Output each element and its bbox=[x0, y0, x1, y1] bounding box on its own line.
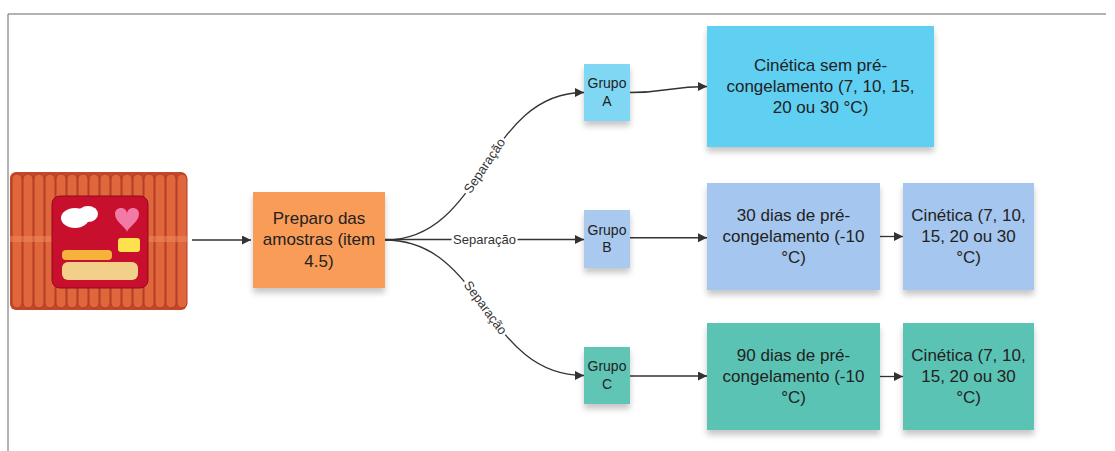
step-note: Cinética sem pré-congelamento (7, 10, 15… bbox=[707, 26, 934, 147]
input-arrow bbox=[192, 239, 251, 240]
process-box: Preparo das amostras (item 4.5) bbox=[253, 192, 385, 288]
step-note: 30 dias de pré-congelamento (-10 °C) bbox=[707, 183, 880, 290]
node-text: Grupo C bbox=[586, 358, 628, 393]
flow-arrow bbox=[385, 93, 584, 241]
edge-label: Separação bbox=[459, 277, 510, 339]
step-note: Cinética (7, 10, 15, 20 ou 30 °C) bbox=[903, 183, 1034, 290]
group-note: Grupo C bbox=[584, 347, 630, 404]
group-note: Grupo B bbox=[584, 210, 630, 268]
flow-arrow bbox=[630, 87, 707, 93]
flow-arrow bbox=[385, 240, 584, 376]
edge-label: Separação bbox=[451, 232, 518, 246]
node-text: 30 dias de pré-congelamento (-10 °C) bbox=[715, 205, 872, 269]
frame-line bbox=[8, 14, 1106, 15]
step-note: 90 dias de pré-congelamento (-10 °C) bbox=[707, 323, 880, 430]
node-text: Grupo B bbox=[586, 222, 628, 257]
node-text: Preparo das amostras (item 4.5) bbox=[261, 208, 377, 272]
sausage-package bbox=[10, 172, 187, 310]
step-note: Cinética (7, 10, 15, 20 ou 30 °C) bbox=[903, 323, 1034, 430]
flow-arrow bbox=[880, 236, 903, 237]
node-text: Grupo A bbox=[586, 75, 628, 110]
flow-arrow bbox=[630, 375, 707, 376]
edge-label: Separação bbox=[460, 135, 509, 198]
flow-arrow bbox=[880, 376, 903, 377]
node-text: Cinética sem pré-congelamento (7, 10, 15… bbox=[715, 55, 926, 119]
group-note: Grupo A bbox=[584, 64, 630, 121]
node-text: 90 dias de pré-congelamento (-10 °C) bbox=[715, 345, 872, 409]
frame-line bbox=[8, 14, 9, 451]
node-text: Cinética (7, 10, 15, 20 ou 30 °C) bbox=[911, 345, 1026, 409]
flow-arrow bbox=[630, 237, 707, 238]
node-text: Cinética (7, 10, 15, 20 ou 30 °C) bbox=[911, 205, 1026, 269]
